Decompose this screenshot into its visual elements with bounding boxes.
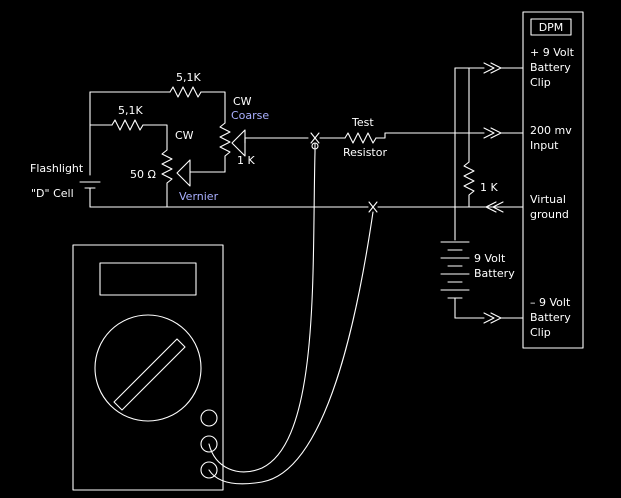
- vground-label-1: Virtual: [530, 193, 566, 206]
- coarse-label: Coarse: [231, 109, 269, 122]
- resistor-5-1k-top: [169, 86, 202, 98]
- vernier-pot: [161, 149, 173, 208]
- test-resistor: [344, 132, 377, 144]
- vernier-label: Vernier: [179, 190, 219, 203]
- chevron-minus9: [483, 312, 502, 324]
- coarse-wiper: [231, 129, 246, 157]
- multimeter-body: [72, 244, 224, 491]
- multimeter-dial: [94, 314, 202, 422]
- multimeter: [72, 244, 224, 491]
- cw-coarse-label: CW: [233, 95, 252, 108]
- resistor-5-1k-mid: [111, 119, 144, 131]
- probe-leads: [208, 142, 374, 485]
- jack-3: [200, 461, 218, 479]
- pot-1k-label: 1 K: [237, 154, 255, 167]
- battery9-label-1: 9 Volt: [474, 252, 506, 265]
- flashlight-label: Flashlight: [30, 162, 84, 175]
- dpm-title: DPM: [539, 21, 564, 34]
- dpm-box: [522, 11, 584, 349]
- minus9-clip-label-2: Battery: [530, 311, 571, 324]
- plus9-clip-label-3: Clip: [530, 76, 551, 89]
- multimeter-display: [99, 262, 197, 296]
- multimeter-dial-pointer: [113, 338, 186, 411]
- resistor-1k-right-label: 1 K: [480, 181, 498, 194]
- vernier-wiper: [176, 159, 191, 187]
- battery9-label-2: Battery: [474, 267, 515, 280]
- coarse-pot: [219, 122, 231, 173]
- ohm50-label: 50 Ω: [130, 168, 156, 181]
- battery-9v: [440, 241, 470, 299]
- dcell-label: "D" Cell: [31, 187, 74, 200]
- vground-label-2: ground: [530, 208, 569, 221]
- probe-marker-input: [310, 132, 320, 144]
- input-label-2: Input: [530, 139, 559, 152]
- cw-vernier-label: CW: [175, 129, 194, 142]
- probe-lead-ground: [208, 211, 374, 485]
- bias-network: [79, 86, 487, 213]
- test-resistor-label-1: Test: [351, 116, 374, 129]
- test-resistor-path: [244, 132, 386, 144]
- chevron-plus9: [483, 62, 502, 74]
- dpm-supply-wiring: [384, 67, 524, 319]
- plus9-clip-label-1: + 9 Volt: [530, 46, 575, 59]
- dpm-title-box: [530, 18, 572, 36]
- jack-1: [200, 409, 218, 427]
- dpm-module: DPM + 9 Volt Battery Clip 200 mv Input V…: [522, 11, 584, 349]
- minus9-clip-label-1: – 9 Volt: [530, 296, 571, 309]
- chevron-input: [483, 127, 502, 139]
- input-label-1: 200 mv: [530, 124, 572, 137]
- test-resistor-label-2: Resistor: [343, 146, 387, 159]
- probe-marker-ground: [368, 201, 378, 213]
- r-5-1k-top-label: 5,1K: [176, 71, 201, 84]
- plus9-clip-label-2: Battery: [530, 61, 571, 74]
- minus9-clip-label-3: Clip: [530, 326, 551, 339]
- probe-lead-input: [208, 142, 316, 473]
- r-5-1k-mid-label: 5,1K: [118, 104, 143, 117]
- resistor-1k-right: [463, 161, 475, 208]
- jack-2: [200, 435, 218, 453]
